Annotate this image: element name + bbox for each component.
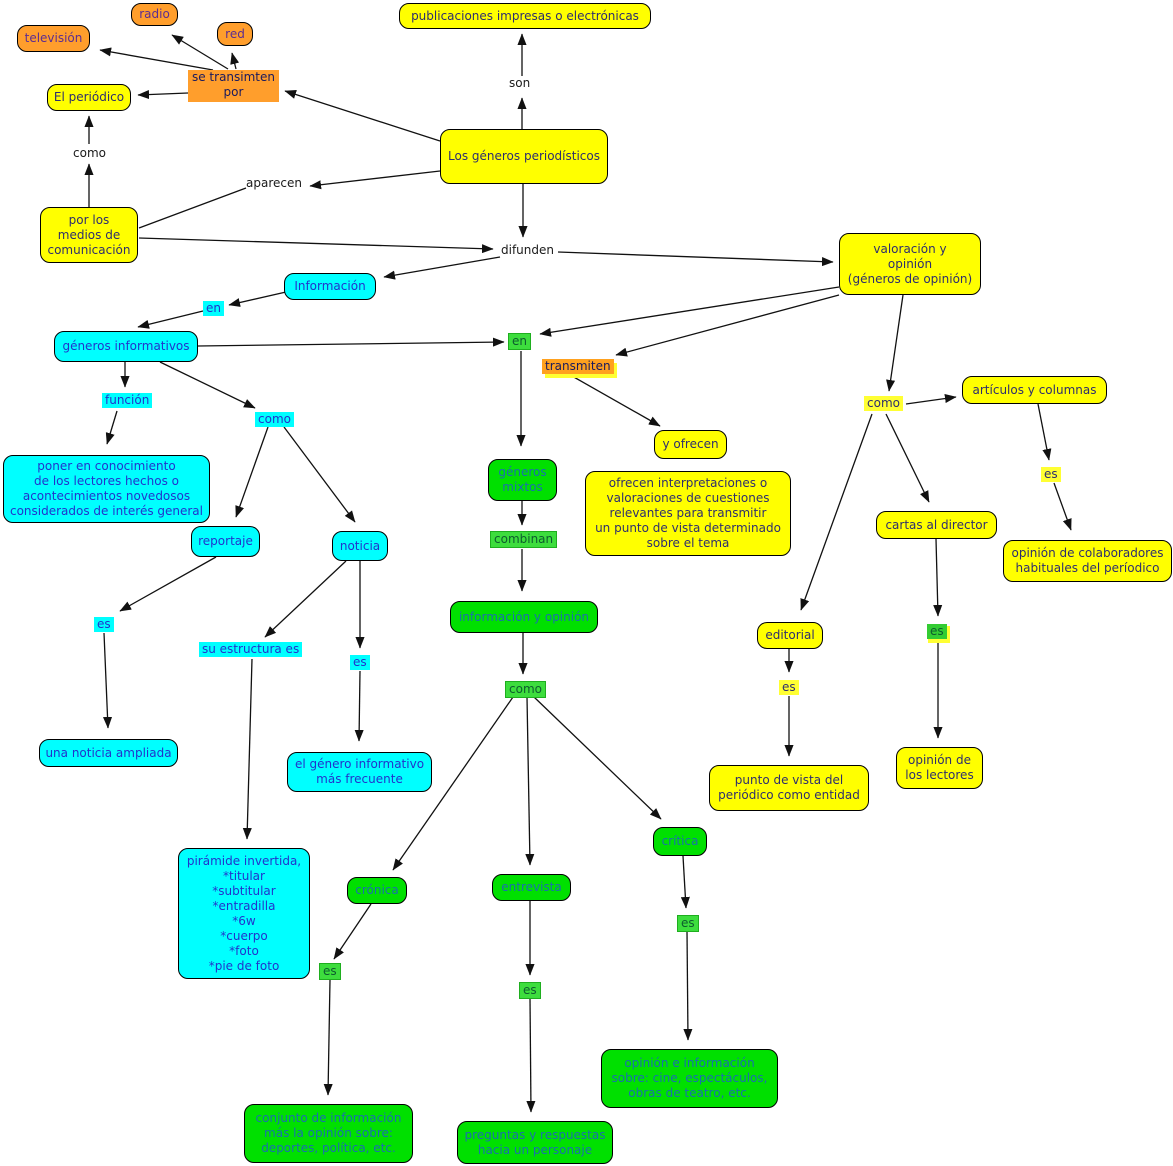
concept-articulos-y-columnas[interactable]: artículos y columnas [962, 376, 1107, 404]
concept-y-ofrecen[interactable]: y ofrecen [654, 430, 727, 459]
concept-ofrecen-interpretaciones[interactable]: ofrecen interpretaciones o valoraciones … [585, 471, 791, 556]
concept-opinion-colaboradores[interactable]: opinión de colaboradores habituales del … [1003, 540, 1172, 582]
concept-generos-periodisticos[interactable]: Los géneros periodísticos [440, 129, 608, 184]
link-su-estructura-es[interactable]: su estructura es [199, 642, 303, 657]
concept-valoracion-y-opinion[interactable]: valoración y opinión (géneros de opinión… [839, 233, 981, 295]
concept-publicaciones[interactable]: publicaciones impresas o electrónicas [399, 3, 651, 29]
concept-entrevista[interactable]: entrevista [492, 874, 571, 901]
concept-el-periodico[interactable]: El periódico [47, 84, 131, 111]
concept-piramide-invertida[interactable]: pirámide invertida, *titular *subtitular… [178, 848, 310, 979]
concept-una-noticia-ampliada[interactable]: una noticia ampliada [39, 739, 178, 767]
link-combinan[interactable]: combinan [490, 531, 558, 548]
link-como-mixtos[interactable]: como [505, 681, 546, 698]
link-es-editorial[interactable]: es [779, 680, 799, 695]
link-es-noticia[interactable]: es [350, 655, 370, 670]
link-transmiten[interactable]: transmiten [542, 359, 614, 374]
link-es-articulos[interactable]: es [1041, 467, 1061, 482]
concept-editorial[interactable]: editorial [757, 622, 823, 649]
concept-punto-de-vista[interactable]: punto de vista del periódico como entida… [709, 765, 869, 811]
concept-generos-informativos[interactable]: géneros informativos [54, 331, 198, 362]
link-es-reportaje[interactable]: es [94, 617, 114, 632]
concept-informacion-y-opinion[interactable]: información y opinión [450, 601, 598, 633]
concept-conjunto-informacion[interactable]: conjunto de información más la opinión s… [244, 1104, 413, 1163]
link-en-mixtos[interactable]: en [508, 333, 531, 350]
concept-television[interactable]: televisión [17, 25, 90, 52]
concept-preguntas-respuestas[interactable]: preguntas y respuestas hacia un personaj… [457, 1121, 613, 1164]
link-es-cartas[interactable]: es [927, 624, 947, 639]
link-es-entrevista[interactable]: es [519, 982, 541, 999]
link-es-cronica[interactable]: es [319, 963, 341, 980]
concept-cartas-al-director[interactable]: cartas al director [876, 511, 997, 539]
concept-reportaje[interactable]: reportaje [191, 526, 260, 557]
concept-genero-mas-frecuente[interactable]: el género informativo más frecuente [287, 752, 432, 792]
concept-por-los-medios[interactable]: por los medios de comunicación [40, 207, 138, 263]
concept-radio[interactable]: radio [131, 3, 178, 26]
link-como-top[interactable]: como [73, 146, 106, 160]
link-difunden[interactable]: difunden [501, 243, 554, 257]
link-funcion[interactable]: función [102, 393, 153, 408]
link-se-transmiten-por[interactable]: se transimten por [188, 70, 279, 102]
concept-generos-mixtos[interactable]: géneros mixtos [488, 459, 557, 501]
concept-critica[interactable]: crítica [653, 827, 707, 856]
link-aparecen[interactable]: aparecen [246, 176, 302, 190]
link-como-informativos[interactable]: como [255, 412, 294, 427]
concept-cronica[interactable]: crónica [347, 877, 407, 904]
link-como-opinion[interactable]: como [864, 396, 903, 411]
concept-noticia[interactable]: noticia [332, 531, 388, 561]
concept-poner-en-conocimiento[interactable]: poner en conocimiento de los lectores he… [3, 455, 210, 523]
concept-opinion-lectores[interactable]: opinión de los lectores [896, 747, 983, 789]
concept-opinion-e-informacion[interactable]: opinión e información sobre: cine, espec… [601, 1049, 778, 1108]
concept-red[interactable]: red [217, 22, 253, 46]
link-son[interactable]: son [509, 76, 531, 90]
link-es-critica[interactable]: es [677, 915, 699, 932]
link-en-informacion[interactable]: en [203, 301, 224, 316]
concept-informacion[interactable]: Información [284, 273, 376, 300]
